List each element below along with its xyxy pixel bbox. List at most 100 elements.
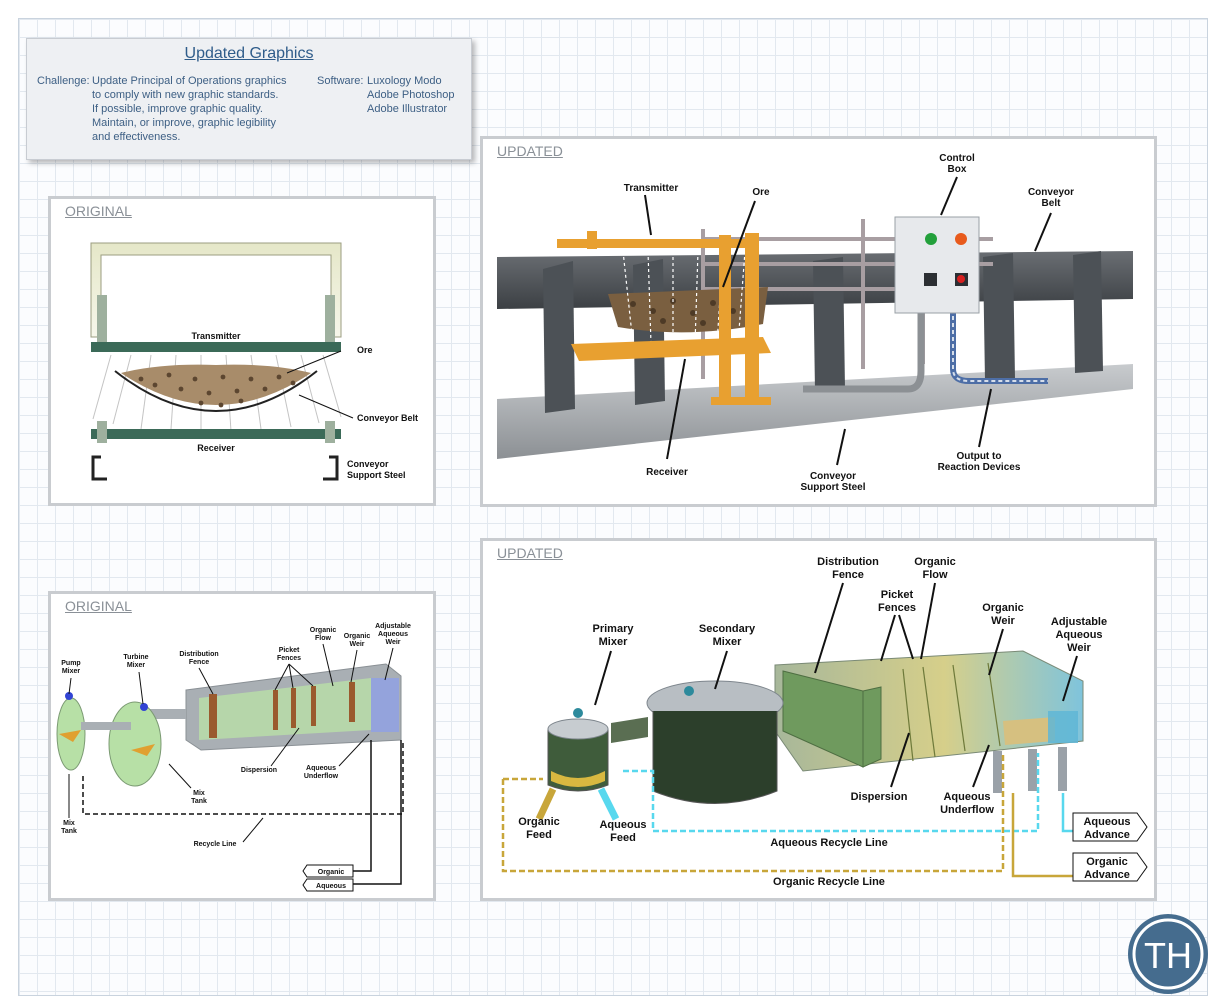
label-adjustable-weir: Adjustable (1051, 616, 1107, 628)
panel-updated-conveyor: UPDATED (480, 136, 1157, 507)
label-receiver: Receiver (646, 467, 688, 478)
label-adjustable-weir: Aqueous (1055, 629, 1102, 641)
label-organic-out: Organic (318, 869, 345, 876)
label-support-steel: Conveyor (810, 471, 856, 482)
label-organic-weir: Organic (982, 602, 1024, 614)
challenge-label: Challenge: (37, 75, 90, 87)
label-adjustable-weir: Aqueous (378, 631, 408, 638)
ore-pile (608, 287, 768, 333)
transmitter-bar (91, 342, 341, 352)
receiver-bar (91, 429, 341, 439)
label-aqueous-underflow: Aqueous (306, 765, 336, 772)
software-item: Luxology Modo (367, 75, 442, 87)
belt-curve (114, 370, 318, 412)
control-box (894, 216, 980, 314)
label-pump-mixer: Pump (61, 660, 80, 667)
label-support-steel: Support Steel (800, 482, 865, 493)
panel-tag: UPDATED (497, 545, 563, 561)
primary-mixer (547, 729, 609, 792)
label-turbine-mixer: Mixer (127, 662, 146, 669)
organic-recycle-line (501, 755, 1005, 873)
label-aqueous-underflow: Underflow (940, 804, 994, 816)
label-control-box: Control (939, 153, 975, 164)
label-ore: Ore (752, 187, 770, 198)
challenge-line: Update Principal of Operations graphics (92, 75, 287, 87)
label-mix-tank: Tank (61, 828, 77, 835)
label-turbine-mixer: Turbine (123, 654, 148, 661)
label-aqueous-underflow: Underflow (304, 773, 339, 780)
header-card: Updated Graphics Challenge: Update Princ… (26, 38, 472, 160)
black-button-icon (924, 273, 937, 286)
turbine-mixer (108, 701, 162, 787)
panel-tag: ORIGINAL (65, 598, 132, 614)
label-mix-tank: Mix (193, 790, 205, 797)
label-aqueous-recycle-line: Aqueous Recycle Line (770, 837, 887, 849)
aqueous-recycle-line (623, 753, 1040, 833)
label-organic-weir: Organic (344, 633, 371, 640)
label-dispersion: Dispersion (851, 791, 908, 803)
label-pump-mixer: Mixer (62, 668, 81, 675)
label-control-box: Box (948, 164, 967, 175)
label-mix-tank: Tank (191, 798, 207, 805)
label-picket-fences: Picket (881, 589, 914, 601)
updated-settler-illustration: Primary Mixer Secondary Mixer Distributi… (501, 556, 1148, 888)
software-item: Adobe Photoshop (367, 89, 455, 101)
label-distribution-fence: Distribution (179, 651, 218, 658)
panel-tag: ORIGINAL (65, 203, 132, 219)
motor-icon (573, 708, 583, 718)
label-primary-mixer: Mixer (599, 636, 628, 648)
label-organic-feed: Organic (518, 816, 560, 828)
label-conveyor-belt: Belt (1042, 198, 1062, 209)
label-organic-advance: Organic (1086, 856, 1128, 868)
label-aqueous-advance: Aqueous (1083, 816, 1130, 828)
recycle-line (82, 740, 404, 815)
label-adjustable-weir: Adjustable (375, 623, 411, 630)
support-steel (497, 364, 1133, 459)
label-output: Reaction Devices (938, 462, 1021, 473)
label-picket-fences: Fences (277, 655, 301, 662)
label-recycle-line: Recycle Line (194, 841, 237, 848)
label-support-steel: Support Steel (347, 470, 406, 480)
organic-advance-tag (1072, 852, 1148, 882)
label-organic-flow: Organic (310, 627, 337, 634)
label-distribution-fence: Distribution (817, 556, 879, 568)
th-monogram-logo: TH (1124, 910, 1212, 1001)
page-title: Updated Graphics (184, 45, 314, 62)
software-item: Adobe Illustrator (367, 103, 448, 115)
label-aqueous-out: Aqueous (316, 883, 346, 890)
panel-original-settler: ORIGINAL Pump Mixer Turbine Mixer Distri… (48, 591, 436, 901)
label-adjustable-weir: Weir (1067, 642, 1091, 654)
label-transmitter: Transmitter (191, 331, 241, 341)
panel-tag: UPDATED (497, 143, 563, 159)
label-dispersion: Dispersion (241, 767, 277, 774)
label-aqueous-advance: Advance (1084, 829, 1130, 841)
label-receiver: Receiver (197, 443, 235, 453)
label-organic-flow: Flow (315, 635, 331, 642)
software-label: Software: (317, 75, 364, 87)
label-primary-mixer: Primary (593, 623, 635, 635)
updated-conveyor-illustration: Transmitter Ore Control Box Conveyor Bel… (497, 153, 1133, 493)
green-light-icon (925, 233, 937, 245)
panel-original-conveyor: ORIGINAL Transmitter Ore (48, 196, 436, 506)
original-conveyor-diagram: Transmitter Ore Conveyor Belt Receiver C… (90, 242, 418, 481)
label-organic-weir: Weir (991, 615, 1015, 627)
label-adjustable-weir: Weir (385, 639, 400, 646)
label-mix-tank: Mix (63, 820, 75, 827)
label-ore: Ore (357, 345, 373, 355)
label-organic-advance: Advance (1084, 869, 1130, 881)
label-transmitter: Transmitter (624, 183, 679, 194)
label-picket-fences: Fences (878, 602, 916, 614)
red-light-icon (955, 233, 967, 245)
label-support-steel: Conveyor (347, 459, 389, 469)
label-aqueous-feed: Feed (610, 832, 636, 844)
label-organic-flow: Flow (922, 569, 947, 581)
logo-text: TH (1144, 935, 1192, 976)
challenge-line: If possible, improve graphic quality. (92, 103, 263, 115)
aqueous-advance-tag (1072, 812, 1148, 842)
challenge-line: to comply with new graphic standards. (92, 89, 279, 101)
label-distribution-fence: Fence (189, 659, 209, 666)
label-conveyor-belt: Conveyor (1028, 187, 1074, 198)
secondary-mixer (652, 711, 778, 804)
label-conveyor-belt: Conveyor Belt (357, 413, 418, 423)
label-organic-weir: Weir (349, 641, 364, 648)
